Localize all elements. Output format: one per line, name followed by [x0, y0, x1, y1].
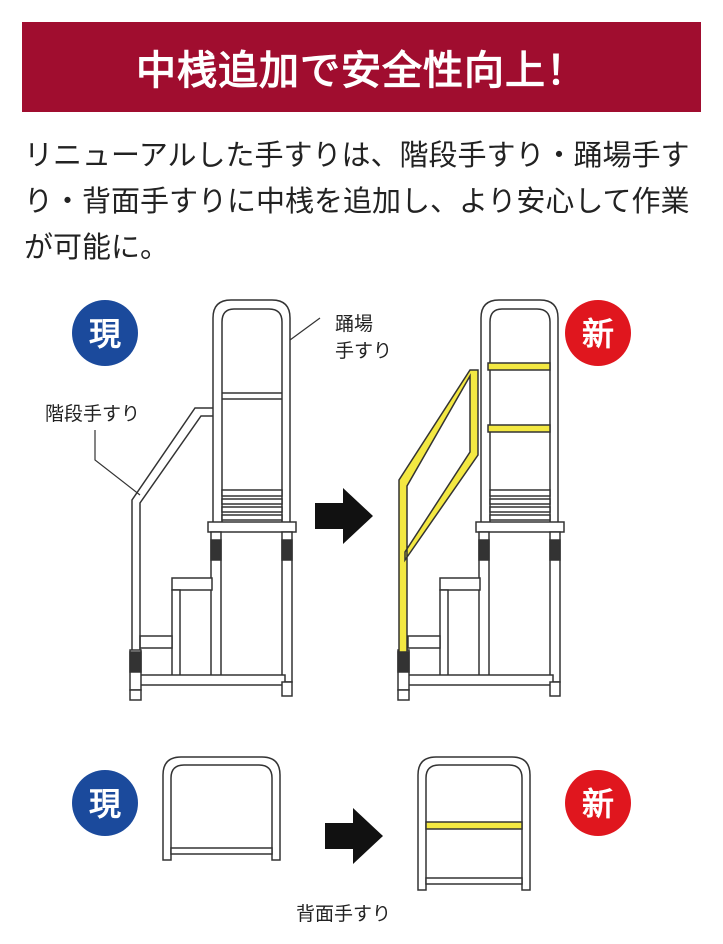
new-badge-2: 新 [565, 770, 631, 836]
new-back-rail-drawing [417, 756, 531, 891]
current-badge-2: 現 [72, 770, 138, 836]
current-back-rail-drawing [162, 756, 281, 861]
svg-text:現: 現 [89, 315, 121, 353]
landing-rail-label: 踊場 [335, 313, 373, 335]
new-stair-drawing [397, 299, 565, 701]
back-rail-label: 背面手すり [296, 903, 391, 925]
current-stair-drawing [94, 299, 321, 701]
svg-text:新: 新 [582, 315, 614, 353]
current-badge: 現 [72, 300, 138, 366]
new-badge: 新 [565, 300, 631, 366]
landing-rail-label-2: 手すり [335, 340, 392, 362]
description-text: リニューアルした手すりは、階段手すり・踊場手すり・背面手すりに中桟を追加し、より… [24, 138, 690, 264]
headline-banner: 中桟追加で安全性向上！ [22, 22, 701, 112]
svg-text:現: 現 [89, 785, 121, 823]
svg-text:新: 新 [582, 785, 614, 823]
stair-rail-label: 階段手すり [45, 403, 140, 425]
arrow-right-icon-2 [325, 808, 383, 864]
arrow-right-icon [315, 488, 373, 544]
